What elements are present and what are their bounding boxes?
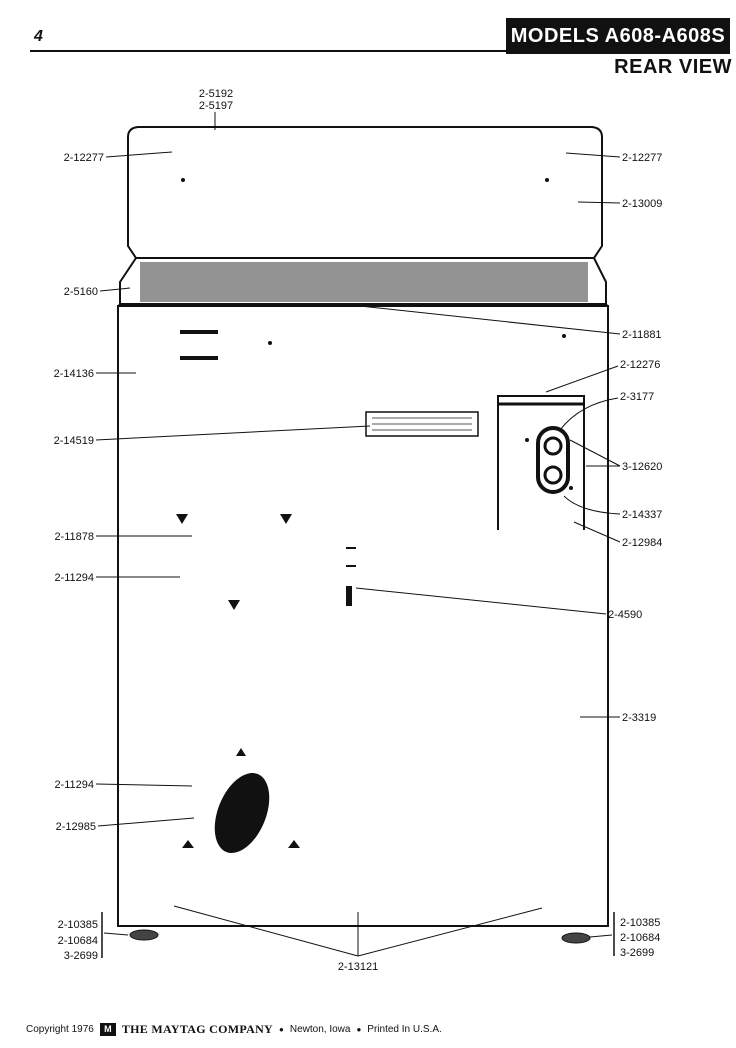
cabinet-screw — [268, 341, 272, 345]
label-11878: 2-11878 — [54, 531, 94, 543]
label-left-2699: 3-2699 — [64, 950, 98, 962]
copyright-text: Copyright 1976 — [26, 1024, 94, 1035]
nameplate-text-lines — [372, 417, 472, 431]
valve-bracket — [497, 395, 585, 530]
models-title: MODELS A608-A608S — [506, 18, 730, 54]
label-right-10684: 2-10684 — [620, 932, 660, 944]
mount-mark-2 — [280, 514, 292, 524]
valve-screw-a — [525, 438, 529, 442]
vent-slot-top — [180, 330, 218, 334]
label-left-12277: 2-12277 — [64, 152, 104, 164]
cover-mark-right — [288, 840, 300, 848]
label-left-10684: 2-10684 — [58, 935, 98, 947]
city-text: Newton, Iowa — [289, 1024, 351, 1035]
label-12984: 2-12984 — [622, 537, 662, 549]
console-screw-right — [545, 178, 549, 182]
label-3319: 2-3319 — [622, 712, 656, 724]
bullet-icon-2: ● — [356, 1025, 362, 1034]
leader-lines — [95, 112, 621, 957]
label-12276: 2-12276 — [620, 359, 660, 371]
console-screw-left — [181, 178, 185, 182]
page-number: 4 — [34, 28, 43, 45]
cabinet-screw-right — [562, 334, 566, 338]
label-right-2699: 3-2699 — [620, 947, 654, 959]
label-14136: 2-14136 — [54, 368, 94, 380]
label-5160: 2-5160 — [64, 286, 98, 298]
inlet-cold — [543, 465, 563, 485]
header-rule — [30, 50, 506, 52]
cover-mark-top — [236, 748, 246, 756]
label-11294-upper: 2-11294 — [54, 572, 94, 584]
label-top-a: 2-5192 — [199, 88, 233, 100]
label-right-10385: 2-10385 — [620, 917, 660, 929]
company-logo: M — [99, 1023, 116, 1036]
footer: Copyright 1976 M THE MAYTAG COMPANY ● Ne… — [26, 1022, 442, 1037]
view-title: REAR VIEW — [614, 56, 732, 78]
valve-screw-b — [569, 486, 573, 490]
cabinet — [117, 305, 609, 927]
label-14519: 2-14519 — [54, 435, 94, 447]
label-12620: 3-12620 — [622, 461, 662, 473]
bullet-icon: ● — [279, 1025, 284, 1034]
company-name: THE MAYTAG COMPANY — [121, 1022, 274, 1036]
label-right-12277: 2-12277 — [622, 152, 662, 164]
leveling-foot-right — [561, 932, 591, 944]
label-4590: 2-4590 — [608, 609, 642, 621]
drain-hose-clip — [346, 586, 352, 606]
label-11294-lower: 2-11294 — [54, 779, 94, 791]
vent-slot-bottom — [180, 356, 218, 360]
inlet-hot — [543, 436, 563, 456]
label-13121: 2-13121 — [338, 961, 378, 973]
label-3177: 2-3177 — [620, 391, 654, 403]
label-13009: 2-13009 — [622, 198, 662, 210]
lid-shading — [140, 262, 588, 302]
label-14337: 2-14337 — [622, 509, 662, 521]
cover-mark-left — [182, 840, 194, 848]
access-cover — [214, 773, 270, 853]
label-top-b: 2-5197 — [199, 100, 233, 112]
label-11881: 2-11881 — [622, 329, 662, 341]
mount-mark-3 — [228, 600, 240, 610]
label-left-10385: 2-10385 — [58, 919, 98, 931]
label-12985: 2-12985 — [56, 821, 96, 833]
printed-text: Printed In U.S.A. — [367, 1024, 442, 1035]
control-console — [127, 126, 603, 259]
mount-mark-1 — [176, 514, 188, 524]
leveling-foot-left — [129, 929, 159, 941]
